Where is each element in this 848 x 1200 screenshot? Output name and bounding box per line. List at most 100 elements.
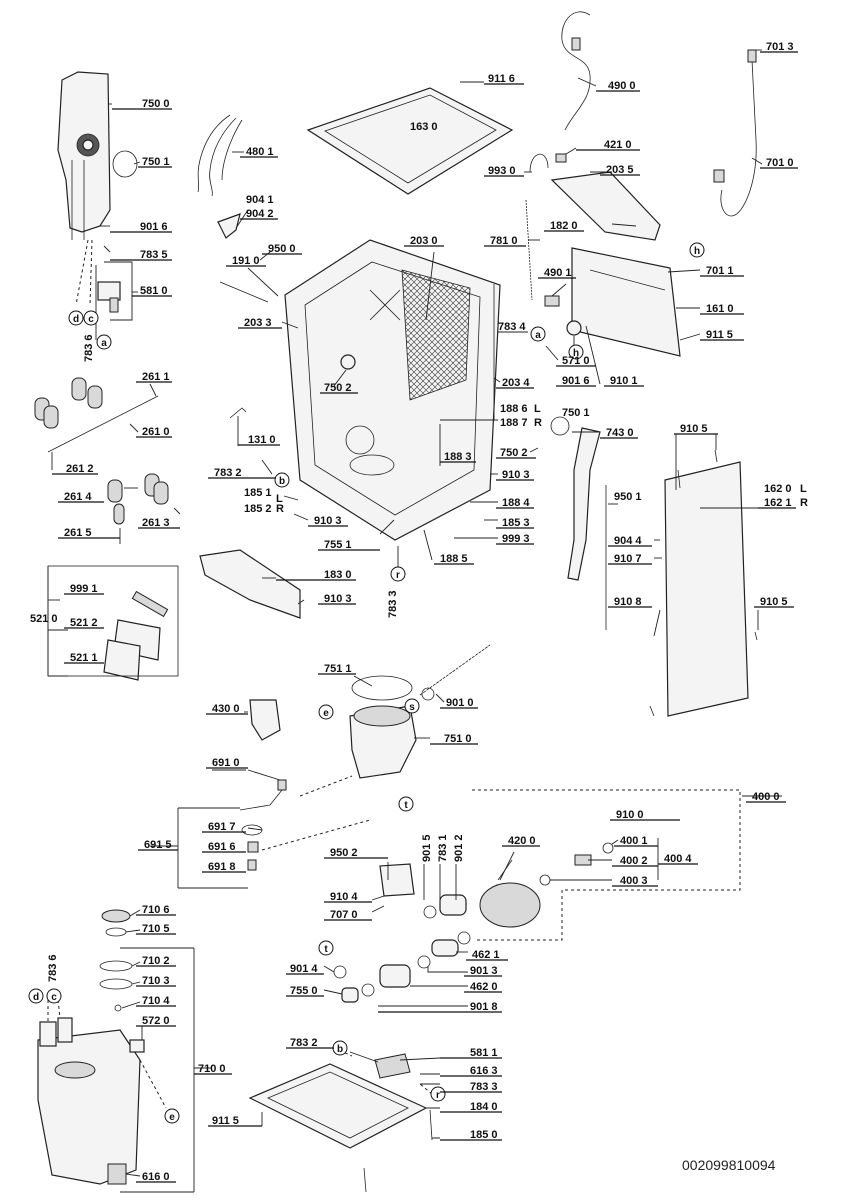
part-number: 163 0 xyxy=(410,121,438,133)
circle-callout: d xyxy=(68,310,84,326)
part-number: 950 1 xyxy=(614,491,642,503)
part-number: 185 0 xyxy=(470,1129,498,1141)
part-number: 710 2 xyxy=(142,955,170,967)
part-number: 783 2 xyxy=(214,467,242,479)
part-number: 707 0 xyxy=(330,909,358,921)
part-number: 490 1 xyxy=(544,267,572,279)
part-number: 581 0 xyxy=(140,285,168,297)
part-number: 131 0 xyxy=(248,434,276,446)
part-number: 185 3 xyxy=(502,517,530,529)
part-number: 783 5 xyxy=(140,249,168,261)
circle-callout: c xyxy=(46,988,62,1004)
part-number: 910 5 xyxy=(760,596,788,608)
part-number: 783 1 xyxy=(437,834,449,862)
part-number: 161 0 xyxy=(706,303,734,315)
part-number: 162 1 xyxy=(764,497,792,509)
part-number: 750 0 xyxy=(142,98,170,110)
part-number: 691 6 xyxy=(208,841,236,853)
part-number: 191 0 xyxy=(232,255,260,267)
circle-label: t xyxy=(324,944,328,955)
part-number: 904 4 xyxy=(614,535,642,547)
part-number: 462 0 xyxy=(470,981,498,993)
part-number: 616 3 xyxy=(470,1065,498,1077)
part-number: 162 0 xyxy=(764,483,792,495)
part-number: 701 1 xyxy=(706,265,734,277)
part-labels: 750 0 750 1 901 6 783 5 581 0 783 6 480 … xyxy=(30,41,808,1183)
part-number: 261 4 xyxy=(64,491,92,503)
side-mark: L xyxy=(800,483,807,495)
part-number: 203 5 xyxy=(606,164,634,176)
part-number: 400 3 xyxy=(620,875,648,887)
circle-callout: a xyxy=(96,334,112,350)
part-number: 901 4 xyxy=(290,963,318,975)
part-number: 188 6 xyxy=(500,403,528,415)
part-number: 203 0 xyxy=(410,235,438,247)
part-number: 783 3 xyxy=(470,1081,498,1093)
part-number: 901 2 xyxy=(453,834,465,862)
part-number: 755 1 xyxy=(324,539,352,551)
part-number: 910 3 xyxy=(324,593,352,605)
circle-callout: a xyxy=(530,326,546,342)
part-number: 710 5 xyxy=(142,923,170,935)
circle-label: r xyxy=(436,1090,440,1101)
part-number: 910 3 xyxy=(314,515,342,527)
part-number: 783 6 xyxy=(83,334,95,362)
part-number: 750 1 xyxy=(562,407,590,419)
side-mark: R xyxy=(534,417,542,429)
part-number: 182 0 xyxy=(550,220,578,232)
part-number: 480 1 xyxy=(246,146,274,158)
part-number: 521 1 xyxy=(70,652,98,664)
part-number: 783 6 xyxy=(47,954,59,982)
part-number: 904 1 xyxy=(246,194,274,206)
part-number: 904 2 xyxy=(246,208,274,220)
circle-callout: h xyxy=(689,242,705,258)
part-number: 616 0 xyxy=(142,1171,170,1183)
part-number: 400 0 xyxy=(752,791,780,803)
part-number: 751 1 xyxy=(324,663,352,675)
part-number: 421 0 xyxy=(604,139,632,151)
part-number: 490 0 xyxy=(608,80,636,92)
part-number: 521 0 xyxy=(30,613,58,625)
part-number: 701 0 xyxy=(766,157,794,169)
part-number: 188 3 xyxy=(444,451,472,463)
side-mark: L xyxy=(534,403,541,415)
document-code: 002099810094 xyxy=(682,1157,776,1173)
circle-callout: t xyxy=(398,796,414,812)
circle-label: b xyxy=(337,1044,343,1055)
part-number: 400 2 xyxy=(620,855,648,867)
part-number: 901 5 xyxy=(421,834,433,862)
part-number: 750 2 xyxy=(500,447,528,459)
part-number: 430 0 xyxy=(212,703,240,715)
circle-callout: h xyxy=(568,344,584,360)
circle-callout: r xyxy=(390,566,406,582)
part-number: 691 0 xyxy=(212,757,240,769)
part-number: 755 0 xyxy=(290,985,318,997)
part-number: 710 3 xyxy=(142,975,170,987)
part-number: 950 0 xyxy=(268,243,296,255)
part-number: 999 1 xyxy=(70,583,98,595)
side-mark: L xyxy=(276,493,283,505)
part-number: 750 2 xyxy=(324,382,352,394)
part-number: 691 8 xyxy=(208,861,236,873)
part-number: 691 5 xyxy=(144,839,172,851)
part-number: 400 4 xyxy=(664,853,692,865)
part-number: 691 7 xyxy=(208,821,236,833)
callout-circles: d c a a h h b r e s t t b r d c e xyxy=(28,242,705,1124)
part-number: 910 8 xyxy=(614,596,642,608)
part-number: 203 4 xyxy=(502,377,530,389)
part-number: 183 0 xyxy=(324,569,352,581)
circle-label: r xyxy=(396,570,400,581)
part-number: 188 5 xyxy=(440,553,468,565)
circle-callout: d xyxy=(28,988,44,1004)
part-number: 910 4 xyxy=(330,891,358,903)
part-number: 185 2 xyxy=(244,503,272,515)
circle-label: e xyxy=(169,1112,175,1123)
part-number: 911 5 xyxy=(706,329,733,341)
part-number: 710 6 xyxy=(142,904,170,916)
part-number: 521 2 xyxy=(70,617,98,629)
part-number: 400 1 xyxy=(620,835,648,847)
part-number: 710 4 xyxy=(142,995,170,1007)
part-number: 781 0 xyxy=(490,235,518,247)
part-number: 999 3 xyxy=(502,533,530,545)
part-number: 901 8 xyxy=(470,1001,498,1013)
